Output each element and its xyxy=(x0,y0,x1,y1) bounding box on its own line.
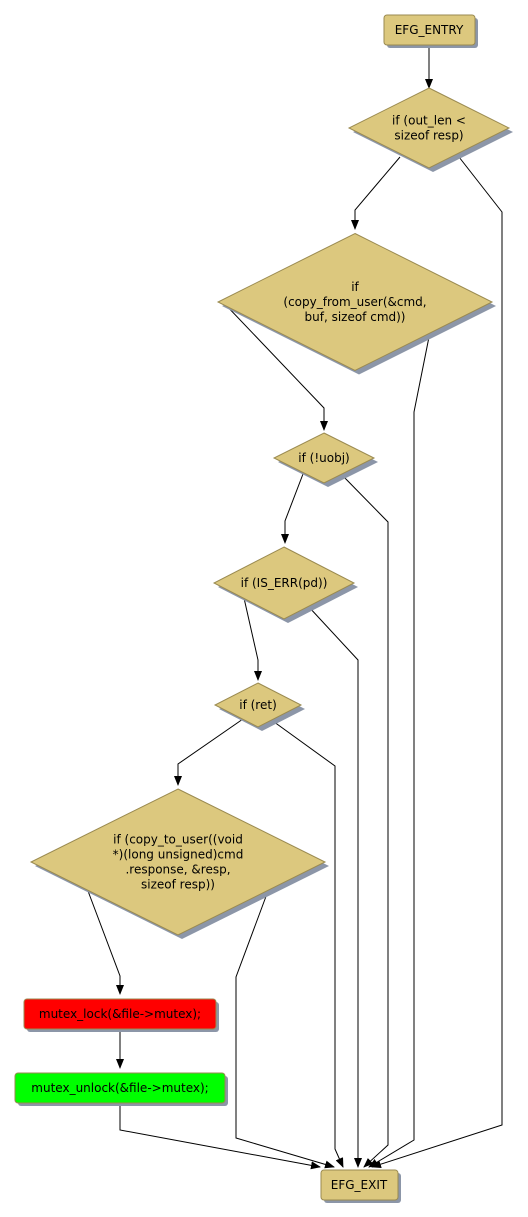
edge-d4-to-d5 xyxy=(243,597,262,681)
d1-diamond xyxy=(347,87,511,169)
edge-d1-to-exit xyxy=(371,156,503,1169)
condition-copy-from-user: if(copy_from_user(&cmd,buf, sizeof cmd)) xyxy=(216,232,496,375)
d6-label-line: .response, &resp, xyxy=(125,863,230,877)
edge-d3-to-exit xyxy=(340,473,389,1168)
d1-label-line: sizeof resp) xyxy=(394,129,463,143)
edge-d2-to-exit xyxy=(368,331,431,1168)
condition-copy-to-user: if (copy_to_user((void*)(long unsigned)c… xyxy=(29,788,329,939)
edge-d5-to-d6 xyxy=(174,718,244,786)
exit-label-line: EFG_EXIT xyxy=(331,1178,388,1192)
d3-diamond xyxy=(272,432,376,484)
condition-is-err-pd: if (IS_ERR(pd)) xyxy=(212,546,358,623)
d2-label-line: buf, sizeof cmd)) xyxy=(305,310,406,324)
d2-label-line: if xyxy=(351,280,359,294)
d6-label-line: *)(long unsigned)cmd xyxy=(113,848,244,862)
unlock-box xyxy=(14,1072,226,1104)
condition-not-uobj: if (!uobj) xyxy=(272,432,378,487)
d2-diamond xyxy=(216,232,494,372)
d4-diamond xyxy=(212,546,356,620)
condition-out-len: if (out_len <sizeof resp) xyxy=(347,87,513,172)
edge-d2-to-d3 xyxy=(222,301,328,431)
d6-label-line: sizeof resp)) xyxy=(141,878,215,892)
d5-diamond xyxy=(213,682,303,728)
edge-d3-to-d4 xyxy=(281,473,304,544)
edge-d4-to-exit xyxy=(307,605,362,1168)
d5-label-line: if (ret) xyxy=(239,698,277,712)
d6-label-line: if (copy_to_user((void xyxy=(113,833,243,847)
exit-box xyxy=(320,1169,399,1201)
edge-unlock-to-exit xyxy=(119,1104,321,1170)
lock-box xyxy=(23,998,217,1030)
d1-label-line: if (out_len < xyxy=(392,114,466,128)
edge-d6-to-exit xyxy=(235,890,335,1169)
edge-d6-to-lock xyxy=(87,890,124,995)
unlock-label-line: mutex_unlock(&file->mutex); xyxy=(31,1081,208,1095)
lock-label-line: mutex_lock(&file->mutex); xyxy=(39,1007,201,1021)
d6-diamond xyxy=(29,788,327,936)
entry-node: EFG_ENTRY xyxy=(383,14,478,48)
edge-d5-to-exit xyxy=(269,718,344,1168)
d3-label-line: if (!uobj) xyxy=(298,451,349,465)
mutex-unlock-node: mutex_unlock(&file->mutex); xyxy=(14,1072,228,1106)
mutex-lock-node: mutex_lock(&file->mutex); xyxy=(23,998,219,1032)
edge-d1-to-d2 xyxy=(351,156,401,230)
entry-label-line: EFG_ENTRY xyxy=(395,23,464,37)
d2-label-line: (copy_from_user(&cmd, xyxy=(283,295,426,309)
d4-label-line: if (IS_ERR(pd)) xyxy=(241,576,328,590)
entry-box xyxy=(383,14,476,46)
condition-ret: if (ret) xyxy=(213,682,305,731)
exit-node: EFG_EXIT xyxy=(320,1169,401,1203)
